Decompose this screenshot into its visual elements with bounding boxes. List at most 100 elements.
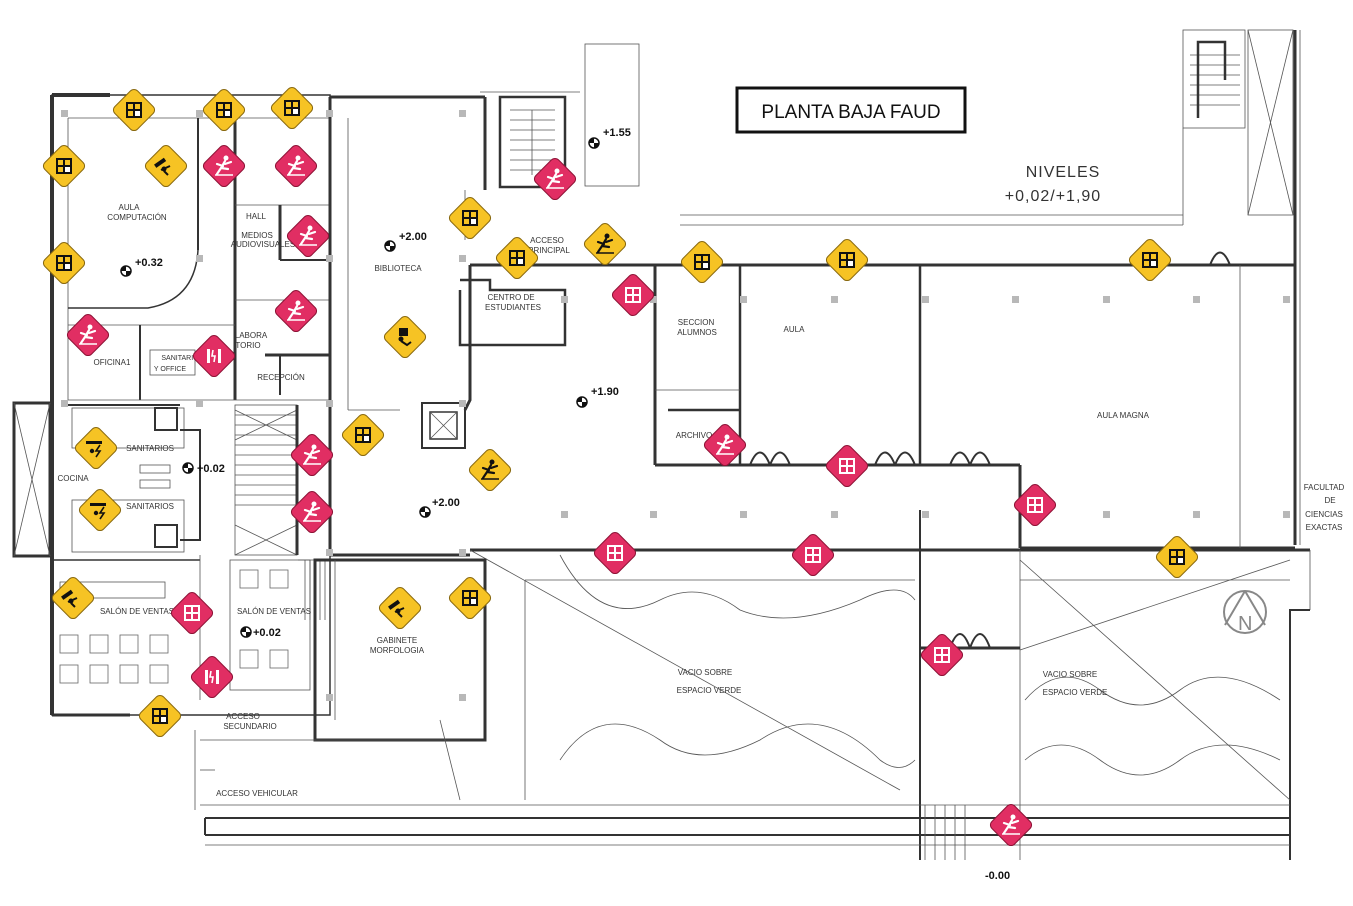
svg-text:+2.00: +2.00 [432, 497, 460, 509]
level-marker: +1.90 [576, 386, 619, 408]
label-vacio-1b: ESPACIO VERDE [677, 686, 742, 695]
glass-door-hazard-icon [789, 531, 837, 579]
window-hazard-icon [136, 692, 184, 740]
room-labels: AULA COMPUTACIÓN HALL MEDIOS AUDIOVISUAL… [57, 203, 1344, 798]
label-aula-magna: AULA MAGNA [1097, 411, 1150, 420]
slip-hazard-icon [64, 311, 112, 359]
svg-text:+1.55: +1.55 [603, 127, 631, 139]
label-sanitario-2: Y OFFICE [154, 366, 186, 373]
slip-hazard-icon [581, 220, 629, 268]
svg-text:+0.02: +0.02 [253, 627, 281, 639]
window-hazard-icon [1126, 236, 1174, 284]
label-acceso-vehicular: ACCESO VEHICULAR [216, 789, 298, 798]
electric-hazard-icon [76, 486, 124, 534]
svg-text:+2.00: +2.00 [399, 231, 427, 243]
window-hazard-icon [40, 142, 88, 190]
building-walls [12, 29, 1311, 860]
label-facultad-1: FACULTAD [1304, 483, 1345, 492]
level-marker: +0.32 [120, 257, 163, 277]
slip-hazard-icon [272, 287, 320, 335]
slip-hazard-icon [284, 212, 332, 260]
label-aula-computacion-1: AULA [119, 203, 141, 212]
label-centro-2: ESTUDIANTES [485, 303, 541, 312]
label-sanitarios-b: SANITARIOS [126, 502, 174, 511]
glass-door-hazard-icon [823, 442, 871, 490]
level-marker: +0.02 [240, 626, 281, 639]
north-arrow-icon: N [1223, 590, 1267, 635]
glass-door-hazard-icon [591, 529, 639, 577]
slip-hazard-icon [272, 142, 320, 190]
level-marker: +2.00 [384, 231, 427, 252]
window-hazard-icon [200, 86, 248, 134]
window-hazard-icon [268, 84, 316, 132]
level-markers: +1.55 +2.00 +0.32 +1.90 +0.02 +2.00 +0.0… [120, 127, 1010, 882]
window-hazard-icon [446, 194, 494, 242]
label-salon-ventas-2: SALÓN DE VENTAS [237, 607, 311, 616]
label-centro-1: CENTRO DE [487, 293, 534, 302]
label-oficina1: OFICINA1 [94, 358, 131, 367]
slip-hazard-icon [466, 446, 514, 494]
label-vacio-1a: VACIO SOBRE [678, 668, 733, 677]
label-gabinete-1: GABINETE [377, 636, 417, 645]
label-acceso-principal-1: ACCESO [530, 236, 564, 245]
label-laboratorio-2: TORIO [235, 341, 260, 350]
label-seccion-2: ALUMNOS [677, 328, 717, 337]
label-sanitarios-a: SANITARIOS [126, 444, 174, 453]
svg-text:-0.00: -0.00 [985, 870, 1010, 882]
label-vacio-2a: VACIO SOBRE [1043, 670, 1098, 679]
level-marker: -0.00 [985, 870, 1010, 882]
label-salon-ventas-1: SALÓN DE VENTAS [100, 607, 174, 616]
plan-title: PLANTA BAJA FAUD [735, 86, 967, 134]
electric-hazard-icon [188, 653, 236, 701]
window-hazard-icon [110, 86, 158, 134]
glass-door-hazard-icon [918, 631, 966, 679]
label-facultad-4: EXACTAS [1306, 523, 1343, 532]
label-hall: HALL [246, 212, 267, 221]
plan-title-text: PLANTA BAJA FAUD [761, 102, 940, 123]
slip-hazard-icon [200, 142, 248, 190]
label-acceso-principal-2: PRINCIPAL [528, 246, 570, 255]
falling-object-hazard-icon [142, 142, 190, 190]
svg-text:+1.90: +1.90 [591, 386, 619, 398]
label-acceso-secundario-2: SECUNDARIO [223, 722, 276, 731]
label-sanitario-1: SANITARIO [161, 355, 199, 362]
niveles-value: +0,02/+1,90 [1005, 188, 1101, 205]
window-hazard-icon [1153, 533, 1201, 581]
label-cocina: COCINA [57, 474, 89, 483]
window-hazard-icon [678, 238, 726, 286]
person-hazard-icon [381, 313, 429, 361]
label-archivo: ARCHIVO [676, 431, 712, 440]
columns [61, 110, 1290, 701]
slip-hazard-icon [531, 155, 579, 203]
level-marker: +2.00 [419, 497, 460, 518]
label-facultad-2: DE [1324, 496, 1335, 505]
electric-hazard-icon [72, 424, 120, 472]
glass-door-hazard-icon [609, 271, 657, 319]
label-recepcion: RECEPCIÓN [257, 373, 305, 382]
label-vacio-2b: ESPACIO VERDE [1043, 688, 1108, 697]
falling-object-hazard-icon [376, 584, 424, 632]
label-aula-computacion-2: COMPUTACIÓN [107, 213, 167, 222]
label-laboratorio-1: LABORA [235, 331, 268, 340]
label-facultad-3: CIENCIAS [1305, 510, 1343, 519]
label-medios-1: MEDIOS [241, 231, 273, 240]
slip-hazard-icon [987, 801, 1035, 849]
window-hazard-icon [40, 239, 88, 287]
level-marker: +0.02 [182, 462, 225, 475]
north-label: N [1238, 613, 1252, 635]
electric-hazard-icon [190, 332, 238, 380]
svg-text:+0.02: +0.02 [197, 463, 225, 475]
label-acceso-secundario-1: ACCESO [226, 712, 260, 721]
window-hazard-icon [823, 236, 871, 284]
window-hazard-icon [339, 411, 387, 459]
level-marker: +1.55 [588, 127, 631, 149]
svg-text:+0.32: +0.32 [135, 257, 163, 269]
label-aula: AULA [784, 325, 806, 334]
label-medios-2: AUDIOVISUALES [231, 240, 295, 249]
label-biblioteca: BIBLIOTECA [374, 264, 422, 273]
label-gabinete-2: MORFOLOGIA [370, 646, 425, 655]
label-seccion-1: SECCION [678, 318, 715, 327]
niveles-title: NIVELES [1026, 164, 1101, 181]
glass-door-hazard-icon [168, 589, 216, 637]
